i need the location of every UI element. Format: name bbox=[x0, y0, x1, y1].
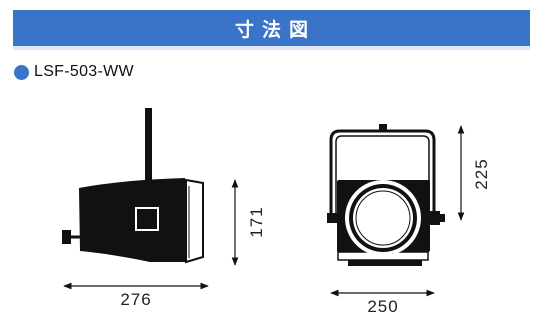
model-label: LSF-503-WW bbox=[34, 63, 134, 80]
adjust-knob bbox=[62, 230, 71, 244]
lens-icon bbox=[353, 188, 413, 248]
section-header: 寸法図 bbox=[13, 10, 530, 46]
lamp-body-side bbox=[79, 178, 186, 262]
circle-bullet-icon bbox=[14, 64, 29, 80]
front-height-label: 225 bbox=[472, 158, 491, 189]
model-row: LSF-503-WW bbox=[14, 62, 134, 82]
side-depth-label: 276 bbox=[120, 290, 151, 309]
front-width-label: 250 bbox=[367, 297, 398, 316]
header-divider bbox=[13, 46, 530, 50]
mounting-rod bbox=[145, 108, 152, 216]
side-height-label: 171 bbox=[247, 206, 266, 237]
front-yoke bbox=[329, 129, 436, 222]
yoke-bracket bbox=[135, 207, 159, 231]
front-view-illustration bbox=[327, 124, 445, 266]
lamp-barrel bbox=[185, 178, 204, 264]
side-view-illustration bbox=[62, 108, 204, 264]
front-knob bbox=[430, 211, 440, 225]
section-title: 寸法図 bbox=[234, 18, 316, 41]
